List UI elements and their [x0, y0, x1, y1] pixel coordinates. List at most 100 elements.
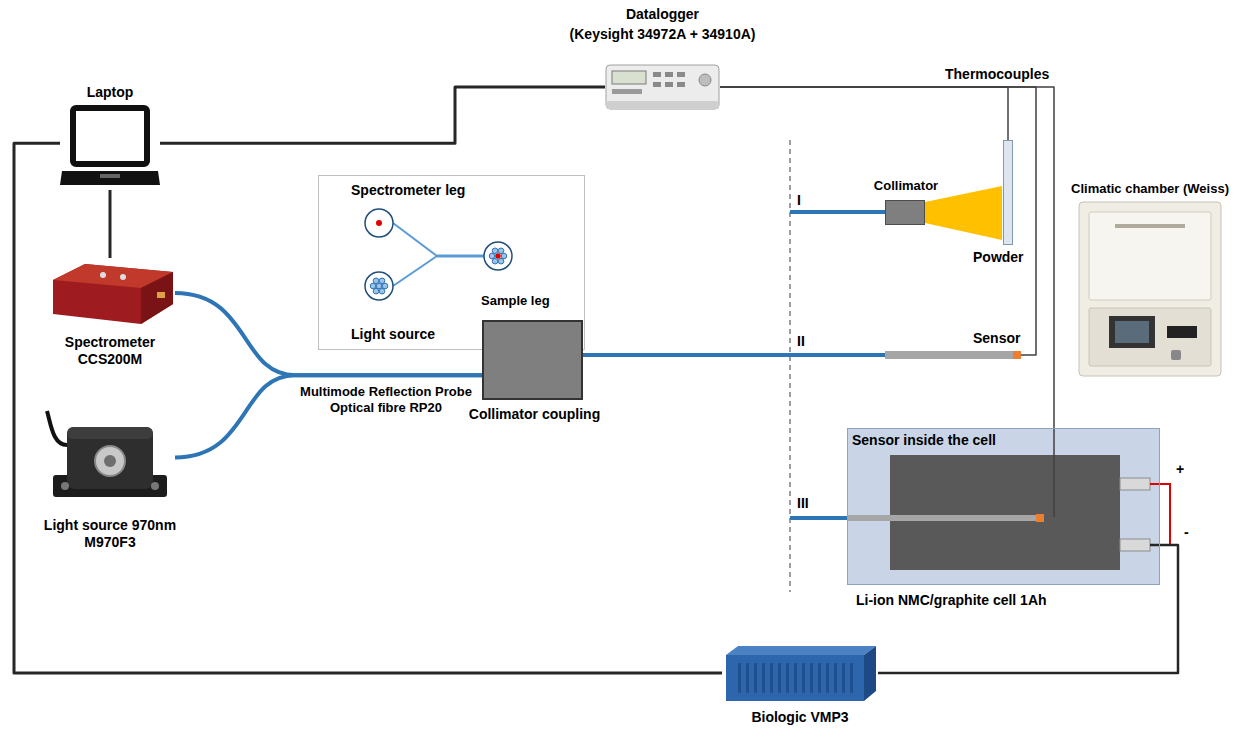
fibre-inset-part	[498, 258, 504, 264]
thermocouple-wire	[720, 87, 1036, 355]
thermocouple-wire	[720, 87, 1054, 428]
biologic-potentiostat-part	[810, 663, 813, 693]
biologic-potentiostat-part	[746, 663, 749, 693]
node-label: Biologic VMP3	[751, 709, 848, 726]
datalogger-part	[612, 71, 646, 84]
node-label: Powder	[973, 249, 1024, 266]
node-label: Light source 970nm M970F3	[43, 517, 178, 551]
node-label: Spectrometer CCS200M	[58, 334, 163, 368]
biologic-potentiostat-part	[738, 663, 741, 693]
biologic-potentiostat-part	[802, 663, 805, 693]
annotation-label: I	[797, 192, 801, 209]
annotation-label: Thermocouples	[945, 66, 1049, 83]
optical-fibre	[175, 375, 482, 457]
light-source-part	[61, 482, 69, 490]
fibre-inset-part	[373, 288, 379, 294]
positive-wire	[1160, 484, 1170, 545]
datalogger-part	[606, 101, 719, 109]
biologic-potentiostat: Biologic VMP3	[722, 643, 878, 703]
biologic-potentiostat-part	[834, 663, 837, 693]
node-label: (Keysight 34972A + 34910A)	[570, 26, 756, 43]
light-source-part	[151, 482, 159, 490]
fibre-inset-part	[382, 283, 388, 289]
datalogger-part	[665, 82, 673, 87]
li-ion-cell-part	[1053, 429, 1055, 517]
light-source: Light source 970nm M970F3	[45, 405, 175, 510]
datalogger-part	[606, 65, 719, 109]
data-cable	[160, 87, 605, 143]
datalogger-part	[665, 72, 673, 77]
datalogger-icon	[605, 62, 720, 112]
fibre-inset-part	[492, 248, 498, 254]
climatic-chamber-part	[1167, 326, 1197, 338]
climatic-chamber-part	[1089, 212, 1211, 300]
fibre-inset-part	[370, 283, 376, 289]
climatic-chamber-part	[1109, 316, 1155, 348]
node-label: Li-ion NMC/graphite cell 1Ah	[856, 592, 1047, 609]
biologic-potentiostat-part	[864, 646, 876, 701]
node-label: Datalogger	[626, 6, 699, 23]
annotation-label: Multimode Reflection Probe Optical fibre…	[298, 384, 474, 416]
powder-tube: Powder	[1003, 140, 1013, 245]
fibre-inset-part	[376, 283, 382, 289]
node-label: Laptop	[87, 84, 134, 101]
light-source-part	[47, 411, 67, 445]
climatic-chamber-icon	[1075, 200, 1225, 378]
node-label: Collimator	[874, 177, 938, 194]
fibre-inset-part	[484, 242, 512, 270]
laptop-part	[73, 108, 147, 164]
thermocouple-wire	[720, 87, 1008, 140]
biologic-potentiostat-part	[786, 663, 789, 693]
dashed-divider	[789, 140, 791, 592]
biologic-potentiostat-part	[826, 663, 829, 693]
fibre-inset-part	[501, 253, 507, 259]
light-source-part	[67, 427, 153, 439]
li-ion-cell: Sensor inside the cellLi-ion NMC/graphit…	[847, 428, 1160, 585]
li-ion-cell-part	[890, 455, 1120, 570]
annotation-label: -	[1184, 524, 1189, 541]
node-label: Sample leg	[481, 292, 550, 309]
fibre-inset-part	[365, 272, 393, 300]
fibre-inset-part	[437, 255, 484, 258]
biologic-potentiostat-part	[726, 655, 864, 701]
light-source-icon	[45, 405, 175, 510]
spectrometer-part	[141, 272, 173, 324]
datalogger-part	[699, 74, 711, 86]
annotation-label: III	[797, 495, 809, 512]
biologic-potentiostat-part	[778, 663, 781, 693]
fibre-inset-part	[495, 253, 501, 259]
climatic-chamber-part	[1171, 350, 1181, 360]
node-label: Sensor inside the cell	[852, 432, 996, 449]
laptop-icon	[60, 105, 160, 190]
node-label: Climatic chamber (Weiss)	[1071, 180, 1229, 197]
annotation-label: +	[1176, 461, 1184, 478]
biologic-potentiostat-part	[818, 663, 821, 693]
fibre-inset-part	[393, 223, 437, 256]
spectrometer-part	[120, 274, 126, 280]
sensor-probe: Sensor	[885, 351, 1021, 359]
fibre-inset-part	[489, 253, 495, 259]
datalogger-part	[677, 72, 685, 77]
spectrometer-part	[53, 264, 173, 324]
climatic-chamber-part	[1115, 224, 1185, 228]
biologic-potentiostat-icon	[722, 643, 878, 703]
fibre-inset-part	[379, 288, 385, 294]
optical-fibre	[583, 353, 885, 357]
spectrometer-icon	[45, 258, 175, 328]
laptop-part	[60, 171, 160, 185]
li-ion-cell-part	[1150, 544, 1159, 547]
node-label: Spectrometer leg	[351, 182, 465, 199]
li-ion-cell-part	[848, 515, 1036, 521]
fibre-inset-part	[492, 258, 498, 264]
biologic-potentiostat-part	[794, 663, 797, 693]
li-ion-cell-icon	[848, 429, 1161, 586]
light-source-part	[95, 446, 125, 476]
fibre-inset-part	[498, 248, 504, 254]
collimator-coupling: Collimator coupling	[482, 320, 583, 400]
datalogger-part	[677, 82, 685, 87]
spectrometer-part	[157, 292, 165, 298]
light-beam	[925, 186, 1002, 240]
biologic-potentiostat-part	[754, 663, 757, 693]
li-ion-cell-part	[1120, 539, 1150, 551]
